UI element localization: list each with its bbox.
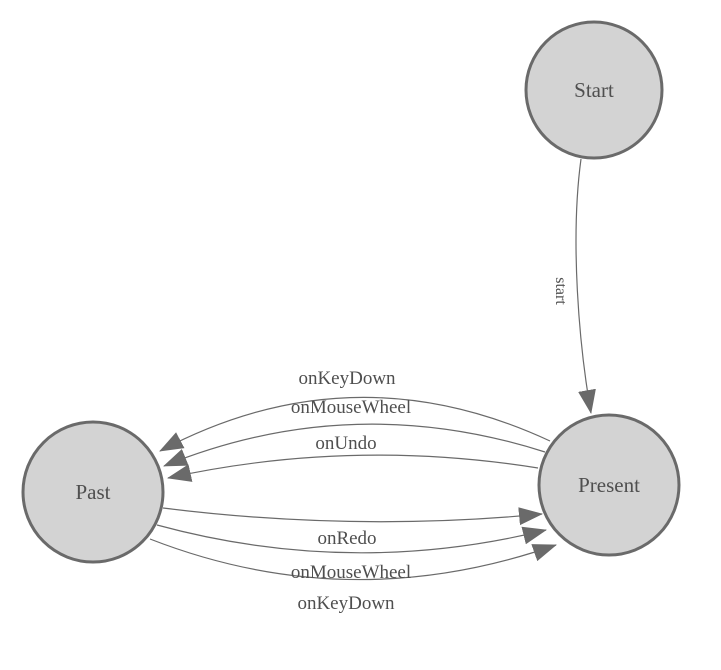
transition-edge-onkeydown-to-present	[149, 538, 557, 581]
transition-label-onkeydown-bottom: onKeyDown	[297, 593, 395, 614]
state-node-past	[21, 420, 165, 564]
state-node-start	[524, 20, 664, 160]
state-label-start: Start	[574, 78, 614, 102]
transition-edge-onredo-to-present	[162, 507, 543, 526]
state-label-past: Past	[75, 480, 110, 504]
state-node-present	[537, 413, 681, 557]
transition-label-onmousewheel-bottom: onMouseWheel	[291, 562, 411, 583]
transition-edge-onmousewheel-to-past	[163, 423, 546, 467]
transition-label-onundo: onUndo	[315, 433, 376, 454]
transition-label-start: start	[552, 277, 569, 305]
transition-label-onmousewheel-top: onMouseWheel	[291, 397, 411, 418]
transition-edge-onkeydown-to-past	[159, 396, 551, 452]
transition-edge-onundo-to-past	[167, 454, 539, 482]
transition-label-onredo: onRedo	[317, 528, 376, 549]
transition-edge-start	[575, 158, 596, 414]
transition-edge-onmousewheel-to-present	[156, 524, 547, 554]
state-label-present: Present	[578, 473, 640, 497]
transition-label-onkeydown-top: onKeyDown	[298, 368, 396, 389]
